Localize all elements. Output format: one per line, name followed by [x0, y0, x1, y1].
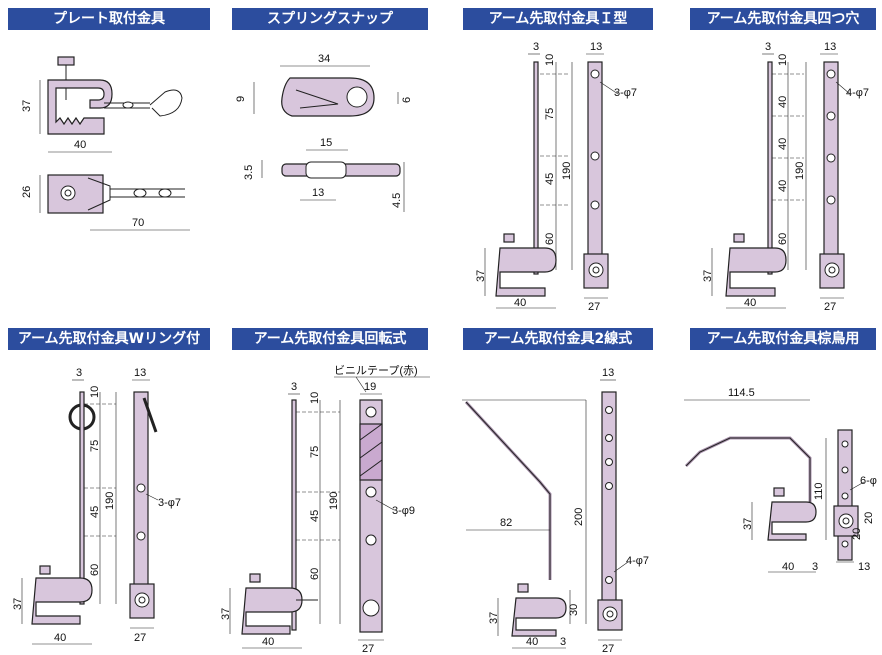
dim-b-40: 40 [782, 561, 794, 573]
arm-w-ring-drawing: 3 10 75 45 60 190 37 40 13 3-φ7 27 [12, 367, 181, 645]
dim-snap-thickness: 3.5 [243, 165, 255, 180]
dim-w-hole: 3-φ7 [158, 497, 181, 509]
dim-w-27: 27 [134, 632, 146, 644]
dim-4-190: 190 [794, 162, 806, 180]
dim-w-190: 190 [104, 492, 116, 510]
dim-r-37: 37 [220, 608, 232, 620]
dim-height: 37 [21, 100, 33, 112]
dim-4-thickness: 3 [765, 41, 771, 53]
dim-2-hole: 4-φ7 [626, 555, 649, 567]
dim-r-thickness: 3 [291, 381, 297, 393]
dim-snap-thickness-2: 4.5 [391, 193, 403, 208]
dim-2-thickness: 3 [560, 636, 566, 648]
dim-height-2: 26 [21, 186, 33, 198]
dim-b-20a: 20 [863, 512, 875, 524]
dim-2-200: 200 [573, 508, 585, 526]
vinyl-tape-label: ビニルテープ(赤) [334, 364, 418, 377]
dim-4-60: 60 [777, 233, 789, 245]
dim-4-hole: 4-φ7 [846, 87, 869, 99]
plate-fitting-drawing: 37 40 26 70 [21, 56, 190, 231]
dim-w-13: 13 [134, 367, 146, 379]
dim-b-37: 37 [742, 518, 754, 530]
arm-rotary-drawing: ビニルテープ(赤) 3 10 75 45 60 190 37 40 19 [220, 364, 430, 655]
dim-4-40c: 40 [777, 180, 789, 192]
dim-w-75: 75 [89, 440, 101, 452]
dim-i-45: 45 [544, 173, 556, 185]
header-arm-w-ring: アーム先取付金具Wリング付 [8, 328, 210, 350]
dim-4-37: 37 [702, 270, 714, 282]
dim-w-45: 45 [89, 506, 101, 518]
dim-r-75: 75 [309, 446, 321, 458]
dim-b-hole: 6-φ [860, 475, 877, 487]
dim-2-82: 82 [500, 517, 512, 529]
dim-w-60: 60 [89, 564, 101, 576]
arm-i-type-drawing: 3 10 75 45 60 190 37 40 13 3-φ7 27 [475, 41, 637, 313]
header-plate-fitting: プレート取付金具 [8, 8, 210, 30]
dim-r-190: 190 [328, 492, 340, 510]
spring-snap-drawing: 34 9 6 15 3.5 13 4.5 [235, 53, 413, 212]
header-arm-i-type: アーム先取付金具Ｉ型 [463, 8, 653, 30]
dim-4-40: 40 [744, 297, 756, 309]
dim-r-19: 19 [364, 381, 376, 393]
dim-r-60: 60 [309, 568, 321, 580]
arm-four-hole-drawing: 3 10 40 40 40 60 190 37 40 13 4-φ7 27 [702, 41, 869, 313]
header-arm-bird: アーム先取付金具棕鳥用 [690, 328, 876, 350]
dim-i-thickness: 3 [533, 41, 539, 53]
dim-2-40: 40 [526, 636, 538, 648]
dim-b-20b: 20 [851, 528, 863, 540]
dim-i-40: 40 [514, 297, 526, 309]
dim-2-27: 27 [602, 643, 614, 655]
header-arm-rotary: アーム先取付金具回転式 [232, 328, 428, 350]
dim-b-13: 13 [858, 561, 870, 573]
dim-r-10: 10 [309, 392, 321, 404]
dim-width: 40 [74, 139, 86, 151]
dim-4-13: 13 [824, 41, 836, 53]
dim-4-40a: 40 [777, 96, 789, 108]
header-arm-two-wire: アーム先取付金具2線式 [463, 328, 653, 350]
arm-bird-drawing: 114.5 110 37 40 3 6-φ 20 20 13 [684, 387, 877, 573]
dim-r-40: 40 [262, 636, 274, 648]
dim-r-hole: 3-φ9 [392, 505, 415, 517]
dim-w-37: 37 [12, 598, 24, 610]
dim-w-10: 10 [89, 386, 101, 398]
dim-w-40: 40 [54, 632, 66, 644]
dim-i-27: 27 [588, 301, 600, 313]
dim-snap-15: 15 [320, 137, 332, 149]
dim-4-27: 27 [824, 301, 836, 313]
dim-2-37: 37 [488, 612, 500, 624]
dim-r-45: 45 [309, 510, 321, 522]
dim-snap-height: 9 [235, 96, 247, 102]
dim-i-hole: 3-φ7 [614, 87, 637, 99]
dim-i-60: 60 [544, 233, 556, 245]
dim-i-190: 190 [561, 162, 573, 180]
header-spring-snap: スプリングスナップ [232, 8, 428, 30]
dim-b-110: 110 [813, 482, 825, 500]
dim-snap-13: 13 [312, 187, 324, 199]
header-arm-four-hole: アーム先取付金具四つ穴 [690, 8, 876, 30]
dim-i-37: 37 [475, 270, 487, 282]
dim-b-thickness: 3 [812, 561, 818, 573]
dim-4-40b: 40 [777, 138, 789, 150]
dim-i-13: 13 [590, 41, 602, 53]
arm-two-wire-drawing: 13 200 82 30 37 40 3 4-φ7 27 [462, 367, 649, 655]
dim-w-thickness: 3 [76, 367, 82, 379]
dim-i-10: 10 [544, 54, 556, 66]
dim-snap-dia: 6 [401, 97, 413, 103]
dim-b-114: 114.5 [728, 387, 755, 399]
dim-snap-length: 34 [318, 53, 330, 65]
dim-length: 70 [132, 217, 144, 229]
dim-i-75: 75 [544, 108, 556, 120]
dim-r-27: 27 [362, 643, 374, 655]
dim-2-30: 30 [568, 604, 580, 616]
dim-2-13: 13 [602, 367, 614, 379]
dim-4-10: 10 [777, 54, 789, 66]
